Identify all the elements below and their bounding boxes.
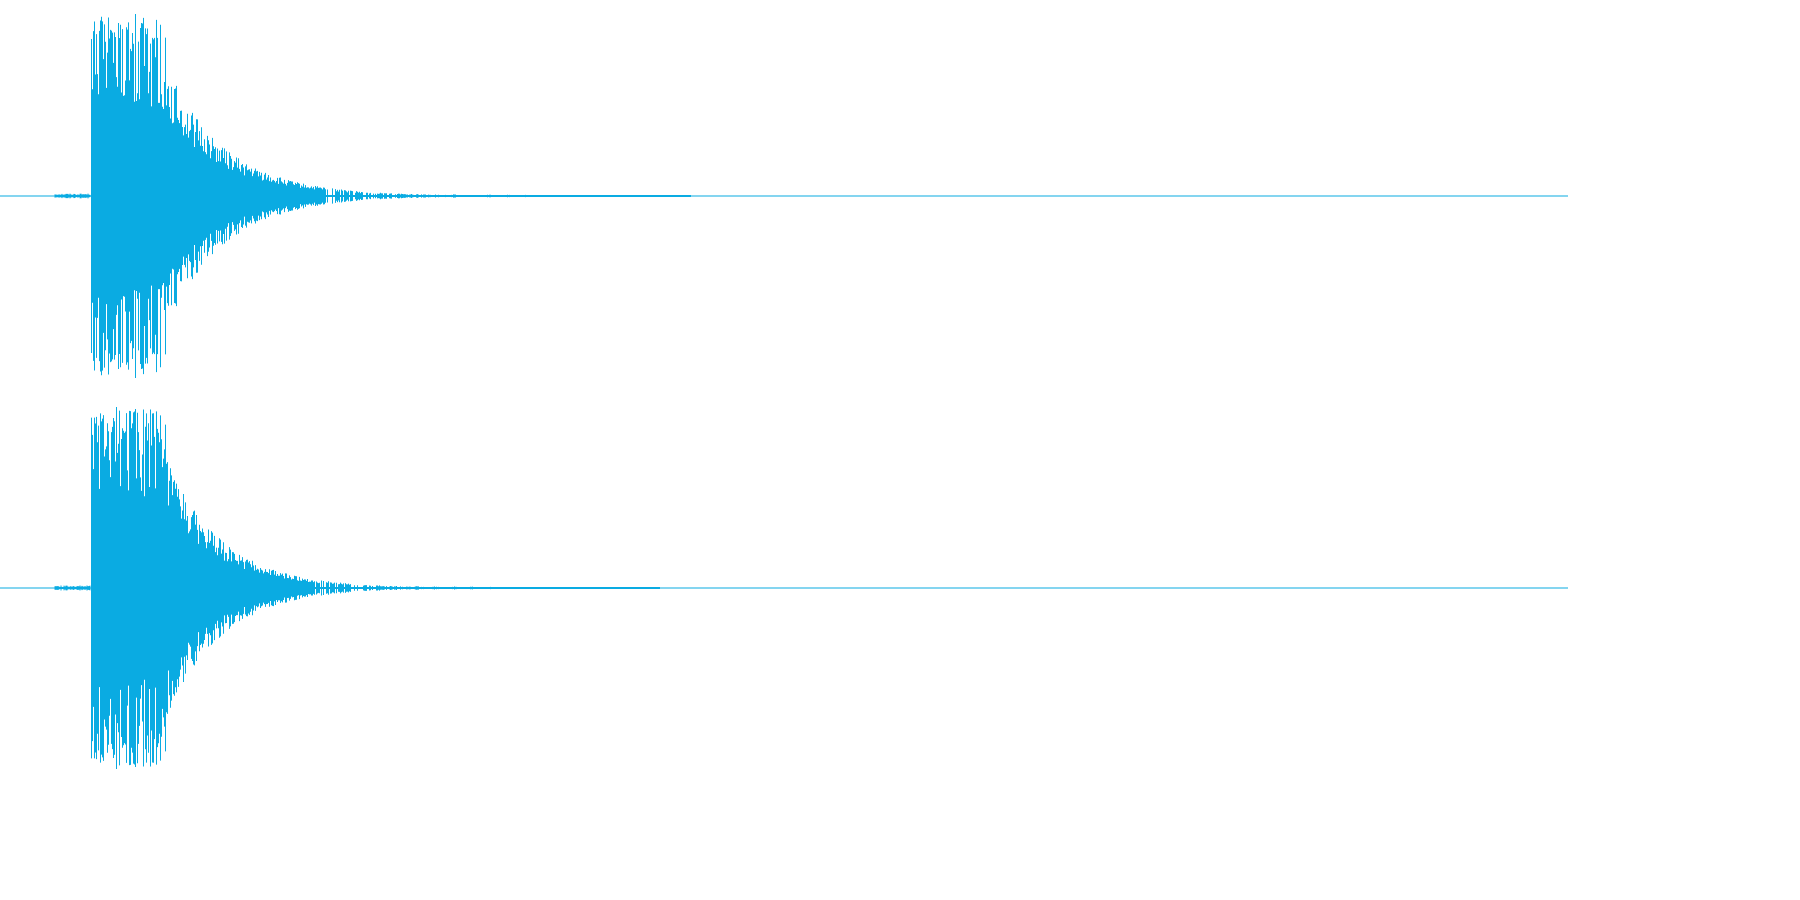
left-channel-track[interactable] [0, 0, 1568, 392]
left-channel-waveform [0, 13, 1568, 379]
waveform-viewer[interactable] [0, 0, 1568, 784]
right-channel-waveform [0, 407, 1568, 769]
right-channel-track[interactable] [0, 392, 1568, 784]
